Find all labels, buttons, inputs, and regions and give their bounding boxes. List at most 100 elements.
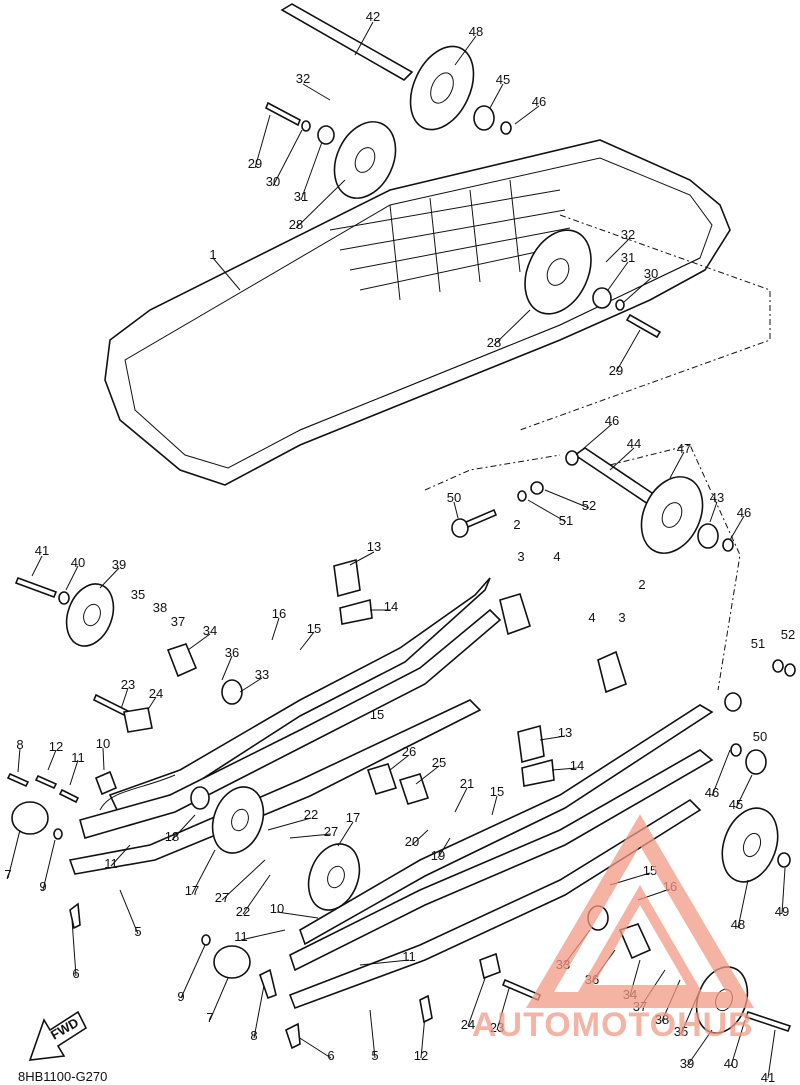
callout-31: 31 (621, 250, 635, 265)
stopper-7-right (201, 934, 251, 979)
callout-4: 4 (553, 549, 560, 564)
bracket-2-right (597, 650, 627, 694)
callout-45: 45 (729, 797, 743, 812)
callout-21: 21 (460, 776, 474, 791)
callout-32: 32 (621, 227, 635, 242)
callout-12: 12 (414, 1048, 428, 1063)
callout-17: 17 (185, 883, 199, 898)
callout-3: 3 (517, 549, 524, 564)
callout-45: 45 (496, 72, 510, 87)
callout-3: 3 (618, 610, 625, 625)
callout-11: 11 (402, 949, 416, 964)
front-axle-shaft (565, 447, 657, 506)
callout-11: 11 (104, 856, 118, 871)
callout-40: 40 (724, 1056, 738, 1071)
fwd-arrow-icon: FWD (28, 1010, 88, 1061)
callout-17: 17 (346, 810, 360, 825)
callout-48: 48 (469, 24, 483, 39)
callout-23: 23 (121, 677, 135, 692)
slide-rail-left (68, 577, 502, 875)
callout-31: 31 (294, 189, 308, 204)
callout-7: 7 (4, 867, 11, 882)
callout-15: 15 (490, 784, 504, 799)
callout-5: 5 (134, 924, 141, 939)
callout-32: 32 (296, 71, 310, 86)
callout-33: 33 (255, 667, 269, 682)
callout-5: 5 (371, 1048, 378, 1063)
callout-13: 13 (558, 725, 572, 740)
guide-wheel-17-left (190, 786, 265, 854)
callout-2: 2 (513, 517, 520, 532)
callout-6: 6 (72, 966, 79, 981)
callout-11: 11 (71, 750, 85, 765)
idler-wheel-47 (640, 476, 734, 554)
callout-25: 25 (432, 755, 446, 770)
callout-10: 10 (96, 736, 110, 751)
shock-mount-34-left (166, 643, 243, 705)
wear-block-13-upper (333, 558, 373, 625)
callout-10: 10 (270, 901, 284, 916)
diagram-code: 8HB1100-G270 (18, 1069, 107, 1084)
callout-39: 39 (112, 557, 126, 572)
idler-wheel-48-top (409, 45, 475, 131)
callout-50: 50 (753, 729, 767, 744)
callout-30: 30 (644, 266, 658, 281)
leader-lines (7, 21, 786, 1079)
bracket-2-left (499, 593, 531, 636)
callout-41: 41 (35, 543, 49, 558)
callout-9: 9 (177, 989, 184, 1004)
callout-29: 29 (248, 156, 262, 171)
callout-40: 40 (71, 555, 85, 570)
callout-7: 7 (206, 1010, 213, 1025)
callout-28: 28 (289, 217, 303, 232)
callout-18: 18 (165, 829, 179, 844)
callout-15: 15 (307, 621, 321, 636)
callout-52: 52 (781, 627, 795, 642)
callout-14: 14 (384, 599, 398, 614)
callout-50: 50 (447, 490, 461, 505)
guide-wheel-17-right (307, 843, 361, 911)
fasteners (6, 693, 542, 1050)
callout-23: 23 (490, 1020, 504, 1035)
callout-34: 34 (203, 623, 217, 638)
arm-26-25 (366, 763, 430, 805)
callout-12: 12 (49, 739, 63, 754)
rear-axle-shaft (280, 3, 414, 81)
callout-47: 47 (677, 441, 691, 456)
callout-30: 30 (266, 174, 280, 189)
callout-41: 41 (761, 1070, 775, 1085)
callout-13: 13 (367, 539, 381, 554)
callout-38: 38 (655, 1012, 669, 1027)
stopper-7-left (11, 801, 63, 840)
bolt-50-upper (451, 481, 544, 538)
callout-15: 15 (370, 707, 384, 722)
collar-45-top (473, 105, 512, 135)
callout-22: 22 (236, 904, 250, 919)
callout-28: 28 (487, 335, 501, 350)
callout-9: 9 (39, 879, 46, 894)
callout-46: 46 (605, 413, 619, 428)
callout-39: 39 (680, 1056, 694, 1071)
callout-49: 49 (775, 904, 789, 919)
guide-wheel-39-left (14, 576, 115, 647)
idler-wheel-48-bottom (721, 807, 791, 883)
callout-46: 46 (705, 785, 719, 800)
callout-46: 46 (737, 505, 751, 520)
leader-front-axle (424, 444, 741, 691)
callout-6: 6 (327, 1048, 334, 1063)
idler-wheel-28-left (264, 101, 397, 199)
callout-24: 24 (149, 686, 163, 701)
callout-51: 51 (751, 636, 765, 651)
callout-51: 51 (559, 513, 573, 528)
callout-27: 27 (215, 890, 229, 905)
watermark-text: AUTOMOTOHUB (472, 1006, 754, 1044)
callout-16: 16 (272, 606, 286, 621)
callout-52: 52 (582, 498, 596, 513)
callout-48: 48 (731, 917, 745, 932)
callout-20: 20 (405, 834, 419, 849)
callout-44: 44 (627, 436, 641, 451)
track-belt (104, 139, 771, 486)
callout-8: 8 (16, 737, 23, 752)
